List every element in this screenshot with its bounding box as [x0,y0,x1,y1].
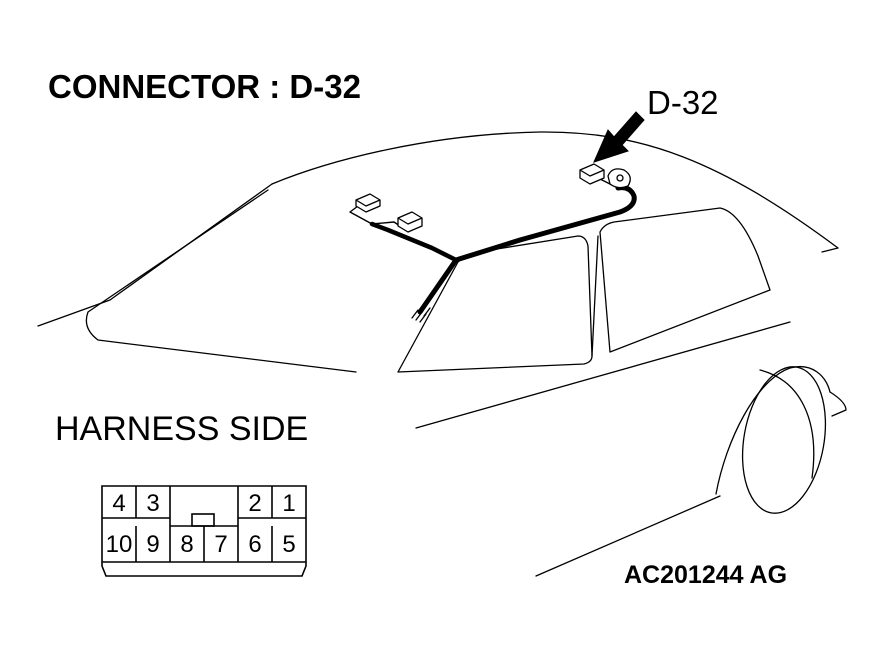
front-connector-b-top [397,217,423,225]
d32-connectors [579,163,631,189]
lock-tab [191,513,215,527]
b-pillar-line [591,235,599,357]
pin-label: 3 [146,490,159,517]
harness-front-branch [369,221,459,263]
pin-label: 7 [214,531,227,558]
connector-callout-label: D-32 [647,84,719,121]
front-connectors [355,193,423,233]
reference-code: AC201244 AG [624,561,788,589]
pin-label: 9 [146,531,159,558]
rear-door-window [599,207,771,353]
pin-label: 1 [282,490,295,517]
harness-clip-ticks [411,307,431,323]
pin-label: 4 [112,490,125,517]
d32-connector-round-center [616,174,624,182]
belt-line [415,321,791,429]
d32-connector-round [607,168,631,189]
d32-pointer-arrow [593,111,645,163]
pin-numbers-bottom: 10 9 8 7 6 5 [106,531,296,558]
pin-label: 5 [282,531,295,558]
hood-line [37,183,273,327]
rear-bumper-line [829,391,847,417]
page-title: CONNECTOR : D-32 [48,68,361,105]
d32-connector-block-top [579,169,605,177]
front-connector-a-top [355,199,381,207]
pin-label: 10 [106,531,133,558]
d32-connector-block [579,163,605,185]
windshield-frame [85,189,357,373]
harness-main-trunk [417,185,637,315]
pin-label: 8 [180,531,193,558]
roof-line [271,131,839,249]
car-body-outline [37,131,847,577]
connector-housing [101,485,307,577]
arrow-shape [593,111,645,163]
harness-side-label: HARNESS SIDE [55,410,309,448]
rear-tire [741,366,827,514]
pin-label: 6 [248,531,261,558]
front-connector-b [397,211,423,233]
pin-label: 2 [248,490,261,517]
wheel-arch [715,366,831,495]
wiring-harness [349,177,637,323]
connector-face [101,485,307,577]
front-connector-a [355,193,381,213]
lower-body-line [535,495,721,577]
pin-numbers-top: 4 3 2 1 [112,490,295,517]
rear-pillar-line [821,247,839,253]
tire-inner-line [759,369,815,479]
